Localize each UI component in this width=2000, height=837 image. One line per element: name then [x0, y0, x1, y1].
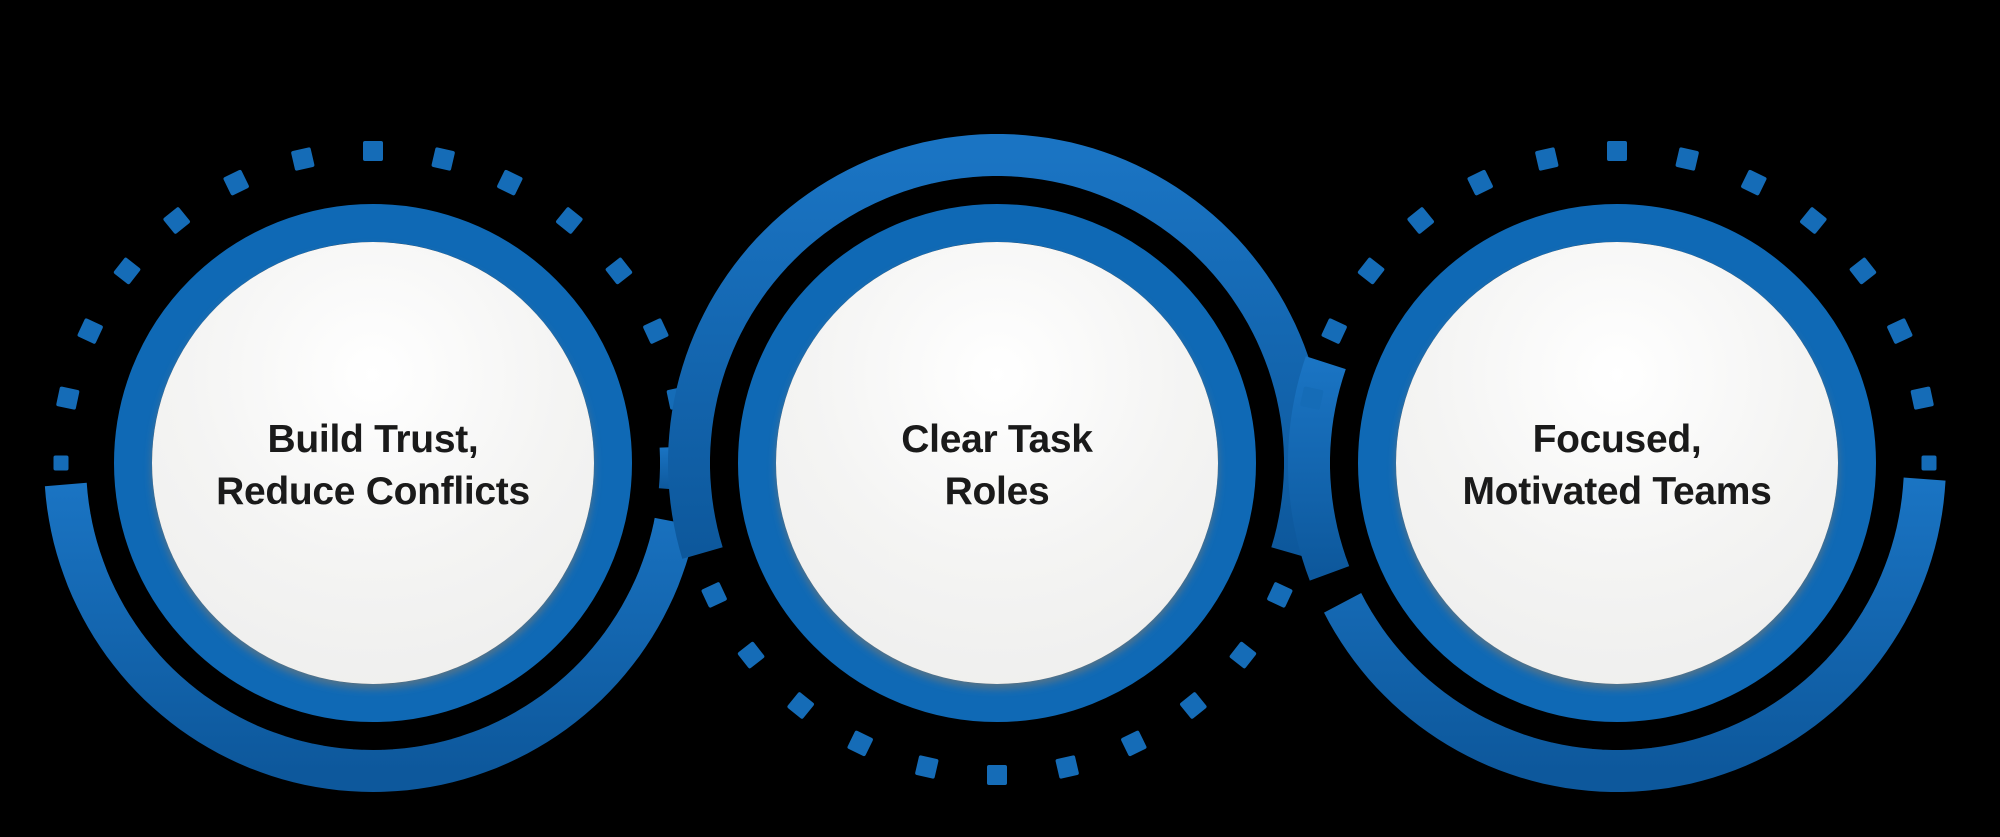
deco-dot	[787, 692, 814, 719]
deco-dot	[223, 169, 249, 196]
circle-label-line2: Roles	[944, 470, 1050, 513]
deco-dot	[291, 147, 315, 171]
deco-dot	[77, 318, 103, 344]
circle-label-line1: Focused,	[1532, 418, 1702, 461]
deco-dot	[1467, 169, 1493, 196]
deco-dot	[1229, 641, 1257, 669]
deco-dot	[1357, 257, 1385, 285]
inner-circle	[776, 242, 1218, 684]
deco-dot	[363, 141, 383, 161]
outer-arc	[668, 134, 1326, 559]
deco-dot	[497, 169, 523, 196]
circle-group-focused-teams	[1288, 141, 1946, 792]
deco-dot	[1607, 141, 1627, 161]
inner-circle	[1396, 242, 1838, 684]
deco-dot	[1675, 147, 1699, 171]
deco-dot	[53, 455, 69, 471]
blue-ring	[738, 204, 1256, 722]
blue-ring	[114, 204, 632, 722]
deco-dot	[847, 730, 873, 757]
outer-arc	[1324, 477, 1946, 792]
deco-dot	[163, 207, 190, 234]
blue-ring	[1358, 204, 1876, 722]
deco-dot	[1180, 692, 1207, 719]
deco-dot	[431, 147, 455, 171]
circle-label-clear-task: Clear Task Roles	[747, 414, 1247, 518]
deco-dot	[1921, 455, 1937, 471]
deco-dot	[1849, 257, 1877, 285]
deco-dot	[1121, 730, 1147, 757]
deco-dot	[1300, 386, 1324, 410]
deco-dot	[1910, 386, 1934, 410]
deco-dot	[1407, 207, 1434, 234]
deco-dot	[1535, 147, 1559, 171]
inner-circle	[152, 242, 594, 684]
deco-dot	[915, 755, 939, 779]
deco-dot	[1887, 318, 1913, 344]
circle-label-line1: Build Trust,	[267, 418, 479, 461]
deco-dot	[643, 318, 669, 344]
deco-dot	[1800, 207, 1827, 234]
circle-label-line2: Reduce Conflicts	[216, 470, 530, 513]
deco-dot	[1055, 755, 1079, 779]
deco-dot	[987, 765, 1007, 785]
deco-dot	[113, 257, 141, 285]
deco-dot	[556, 207, 583, 234]
deco-dot	[56, 386, 80, 410]
outer-arc	[44, 482, 696, 793]
circle-group-clear-task	[668, 134, 1326, 785]
deco-dot	[737, 641, 765, 669]
deco-dot	[605, 257, 633, 285]
deco-dot	[1741, 169, 1767, 196]
deco-dot	[1267, 582, 1293, 608]
circle-label-focused-teams: Focused, Motivated Teams	[1367, 414, 1867, 518]
deco-dot	[1321, 318, 1347, 344]
deco-dot	[701, 582, 727, 608]
circle-label-line1: Clear Task	[901, 418, 1093, 461]
circle-label-build-trust: Build Trust, Reduce Conflicts	[123, 414, 623, 518]
circle-label-line2: Motivated Teams	[1462, 470, 1772, 513]
